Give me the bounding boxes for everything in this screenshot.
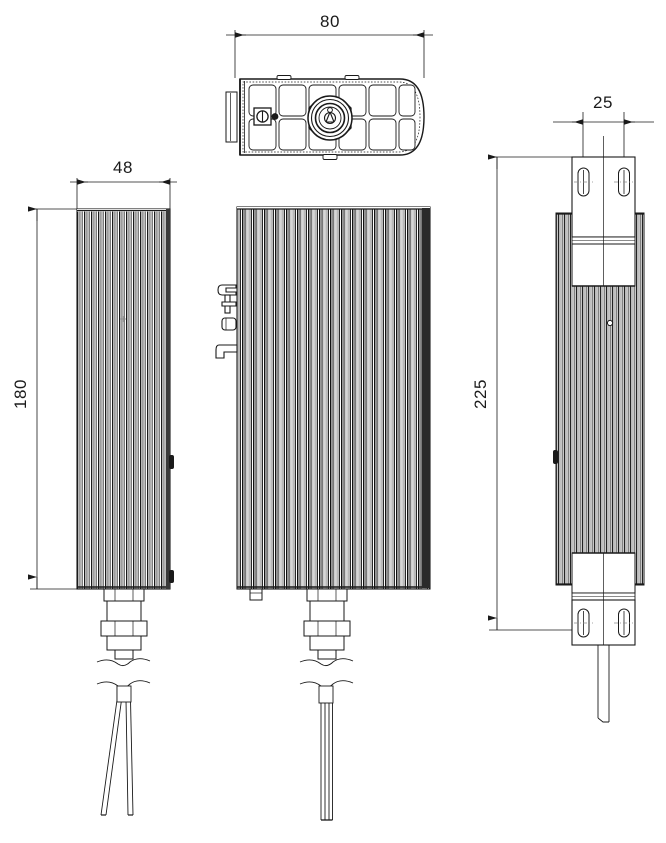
side-shadow [422,208,430,588]
front-view [215,206,431,821]
wire-sheath [116,685,132,703]
end-plate [225,91,238,143]
center-hole [606,319,614,327]
clip-bracket [253,107,279,126]
left-side-view: 48 180 [11,158,177,816]
mounting-bracket-bottom [571,552,636,646]
center-mark [120,316,126,322]
dimension-label-80: 80 [320,12,340,31]
dimension-side-width: 48 [70,158,177,210]
clip-stud-icon [271,113,279,120]
heatsink-fins [236,206,431,590]
top-view: 80 [225,12,433,160]
dimension-top-width: 80 [226,12,433,78]
lead-wires [597,645,610,723]
right-side-view: 25 225 [471,93,654,723]
slotted-hole [614,608,633,638]
heatsink-fins [76,208,171,590]
dimension-label-180: 180 [11,379,30,409]
cable-gland [307,95,353,141]
mounting-tab [553,450,558,464]
mounting-bracket-top [571,136,636,287]
clip-bracket [215,284,238,359]
slotted-hole [574,608,593,638]
housing-tabs [276,75,360,160]
cable-gland [100,588,148,660]
lead-wires [318,685,334,821]
mounting-tabs [169,455,174,583]
slotted-hole [574,167,593,197]
slotted-hole [614,167,633,197]
dimension-hole-spacing: 25 [553,93,654,180]
bottom-tab [249,588,263,601]
dimension-label-225: 225 [471,379,490,409]
cable-gland [303,588,351,660]
dimension-label-48: 48 [113,158,133,177]
channel-cells [248,84,416,151]
dimension-side-height: 180 [11,206,103,590]
dimension-overall-height: 225 [471,154,572,631]
dimension-label-25: 25 [593,93,613,112]
